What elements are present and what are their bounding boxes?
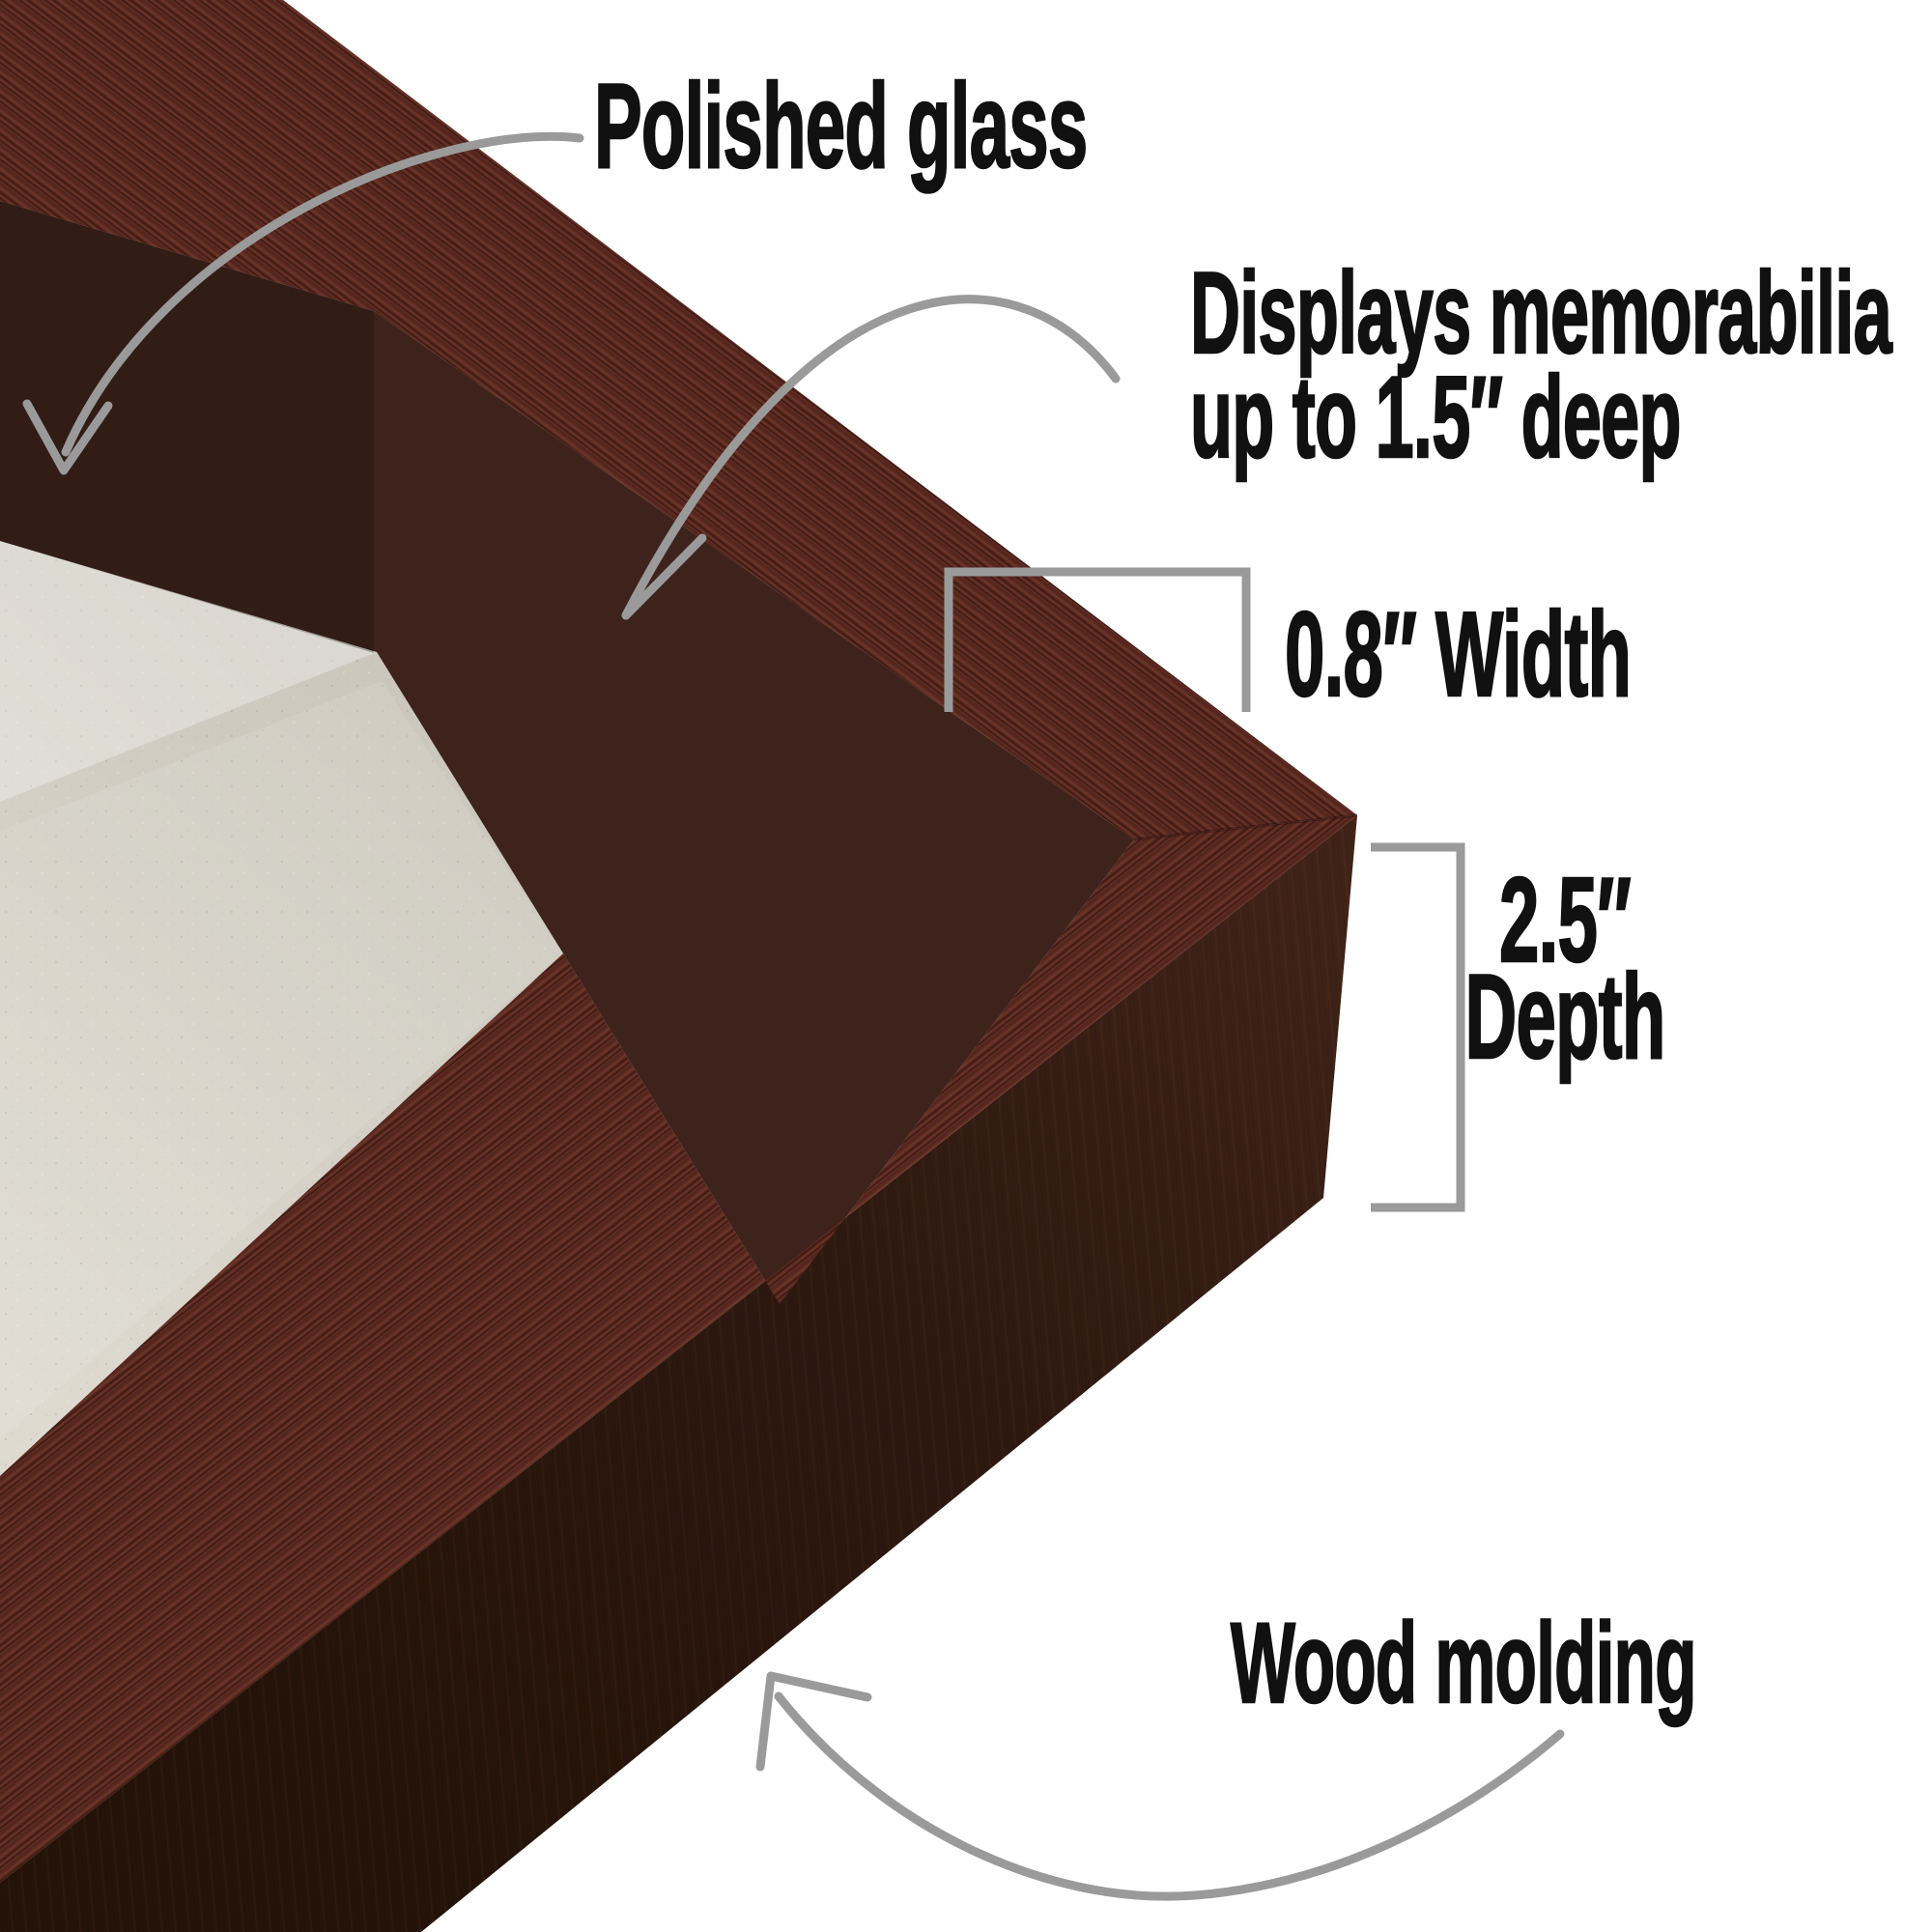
displays-memorabilia-line2: up to 1.5″ deep (1189, 353, 1682, 482)
displays-memorabilia-arrow (621, 295, 1121, 620)
width-label: 0.8″ Width (1284, 588, 1632, 722)
interior-wall (0, 201, 1134, 1304)
depth-measure-bracket (1371, 842, 1465, 1212)
depth-word: Depth (1464, 951, 1666, 1085)
glass-reflection (0, 541, 563, 1439)
polished-glass-label: Polished glass (593, 60, 1089, 193)
glass-edge-shadow (0, 201, 374, 653)
depth-label: 2.5″ Depth (1391, 854, 1739, 1085)
backing-board (0, 541, 563, 1476)
wood-top-face-lower-arm (0, 815, 1357, 1883)
wood-top-face-upper-arm (0, 0, 1357, 839)
displays-memorabilia-line1: Displays memorabilia (1189, 248, 1892, 378)
depth-value: 2.5″ (1498, 854, 1632, 987)
wood-molding-label: Wood molding (1230, 1600, 1697, 1727)
wood-molding-arrow (755, 1671, 1565, 1901)
wood-side-face (0, 815, 1357, 1932)
displays-memorabilia-label: Displays memorabilia up to 1.5″ deep (1189, 248, 1892, 482)
miter-seam (1133, 813, 1358, 841)
width-measure-bracket (944, 567, 1251, 712)
polished-glass-arrow (22, 131, 584, 475)
